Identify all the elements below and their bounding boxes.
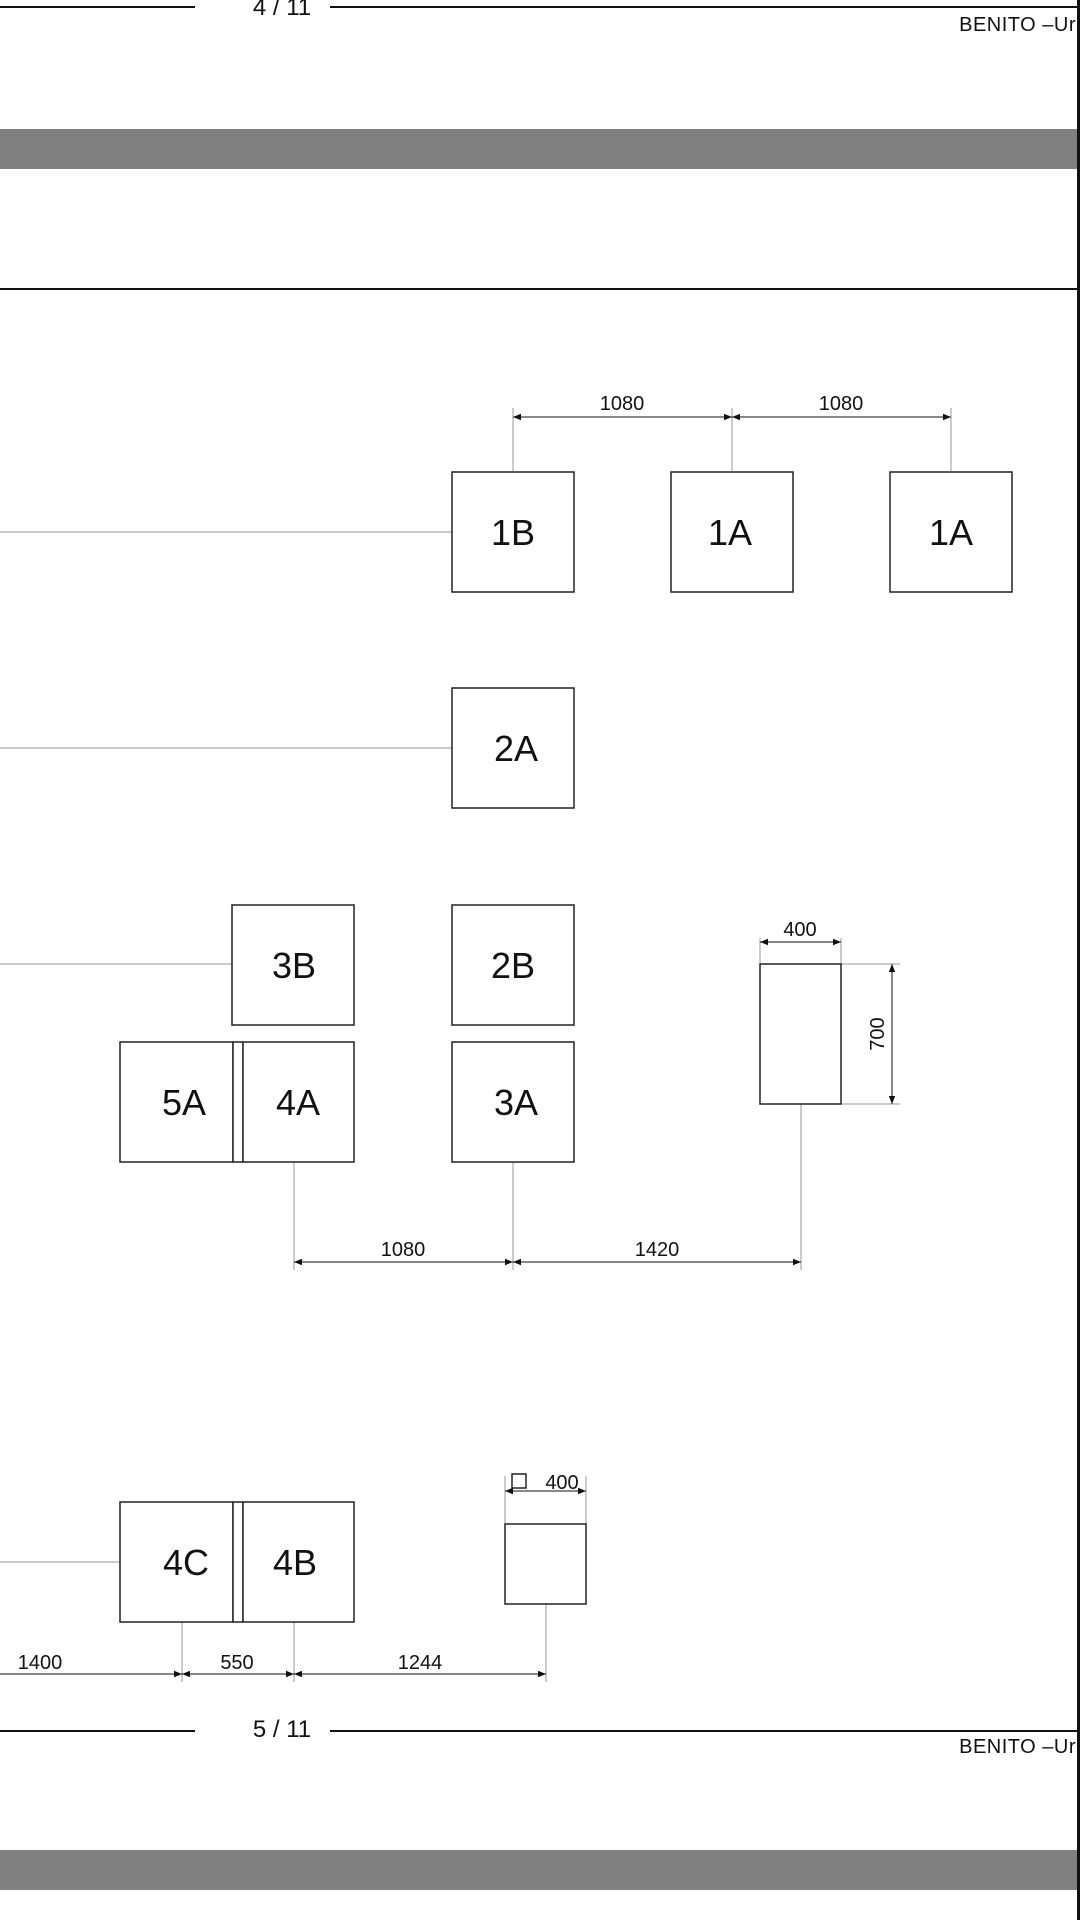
brand-label: BENITO –Ur	[959, 1736, 1076, 1758]
header-rule-right	[330, 6, 1077, 8]
box-2A	[451, 687, 575, 809]
box-label: 4A	[276, 1082, 320, 1123]
box-label: 4B	[273, 1542, 317, 1583]
grey-band	[0, 129, 1077, 169]
box-label: 3A	[494, 1082, 538, 1123]
box-4A	[242, 1041, 355, 1163]
dimension-label: 550	[220, 1652, 253, 1674]
header-rule-right	[330, 1730, 1077, 1732]
box-label: 1A	[929, 512, 973, 553]
box-4C	[119, 1501, 234, 1623]
box-label: 5A	[162, 1082, 206, 1123]
box-3A	[451, 1041, 575, 1163]
header-rule-left	[0, 1730, 195, 1732]
dimension-label: 700	[867, 1017, 889, 1050]
box-separator	[232, 1041, 244, 1163]
box-4B	[242, 1501, 355, 1623]
square-400	[504, 1523, 587, 1605]
dimension-label: 1080	[381, 1239, 426, 1261]
dimension-label: 1400	[18, 1652, 63, 1674]
box-1A	[889, 471, 1013, 593]
dimension-label: 1080	[819, 393, 864, 415]
rect-400x700	[759, 963, 842, 1105]
dimension-label: 1420	[635, 1239, 680, 1261]
box-label: 3B	[272, 945, 316, 986]
box-label: 2A	[494, 728, 538, 769]
square-symbol-icon	[511, 1473, 527, 1489]
box-label: 1B	[491, 512, 535, 553]
grey-band	[0, 1850, 1077, 1890]
page-number: 4 / 11	[232, 0, 332, 22]
box-3B	[231, 904, 355, 1026]
dimension-label: 400	[545, 1472, 578, 1494]
section-rule	[0, 288, 1077, 290]
box-1A	[670, 471, 794, 593]
box-label: 4C	[163, 1542, 209, 1583]
dimension-label: 1080	[600, 393, 645, 415]
header-rule-left	[0, 6, 195, 8]
page-number: 5 / 11	[232, 1716, 332, 1744]
box-label: 2B	[491, 945, 535, 986]
box-label: 1A	[708, 512, 752, 553]
box-separator	[232, 1501, 244, 1623]
dimension-label: 400	[783, 919, 816, 941]
box-1B	[451, 471, 575, 593]
box-2B	[451, 904, 575, 1026]
page-edge	[1077, 0, 1080, 1920]
box-5A	[119, 1041, 234, 1163]
brand-label: BENITO –Ur	[959, 14, 1076, 36]
dimension-label: 1244	[398, 1652, 443, 1674]
